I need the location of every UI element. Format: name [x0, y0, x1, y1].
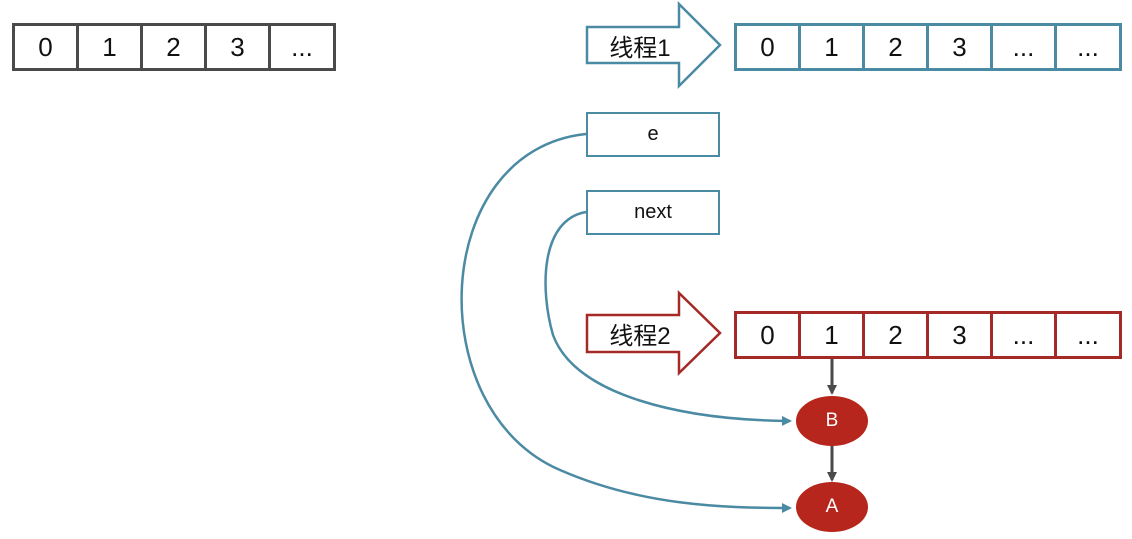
thread1-array: 0 1 2 3 ... ...	[734, 23, 1122, 71]
thread1-arrow-shape	[585, 0, 722, 90]
original-array: 0 1 2 3 ...	[12, 23, 336, 71]
thread1-cell: 1	[801, 26, 865, 68]
thread2-cell: 1	[801, 314, 865, 356]
thread2-label: 线程2	[609, 323, 671, 350]
original-cell: ...	[271, 26, 333, 68]
node-a: A	[796, 482, 868, 532]
thread2-array: 0 1 2 3 ... ...	[734, 311, 1122, 359]
thread1-cell: 2	[865, 26, 929, 68]
thread2-cell: 0	[737, 314, 801, 356]
original-cell: 0	[15, 26, 79, 68]
thread1-cell: ...	[993, 26, 1057, 68]
e-to-a-curve	[460, 132, 792, 513]
thread2-cell: ...	[993, 314, 1057, 356]
node-b: B	[796, 396, 868, 446]
thread2-cell: 2	[865, 314, 929, 356]
thread2-cell: 3	[929, 314, 993, 356]
thread1-cell: 3	[929, 26, 993, 68]
next-pointer-box: next	[586, 190, 720, 235]
thread2-cell: ...	[1057, 314, 1119, 356]
thread1-cell: ...	[1057, 26, 1119, 68]
next-to-b-curve	[544, 210, 792, 426]
e-pointer-box: e	[586, 112, 720, 157]
thread1-label: 线程1	[609, 34, 671, 62]
original-cell: 2	[143, 26, 207, 68]
original-cell: 3	[207, 26, 271, 68]
original-cell: 1	[79, 26, 143, 68]
thread1-cell: 0	[737, 26, 801, 68]
thread2-arrow-shape	[585, 290, 722, 376]
